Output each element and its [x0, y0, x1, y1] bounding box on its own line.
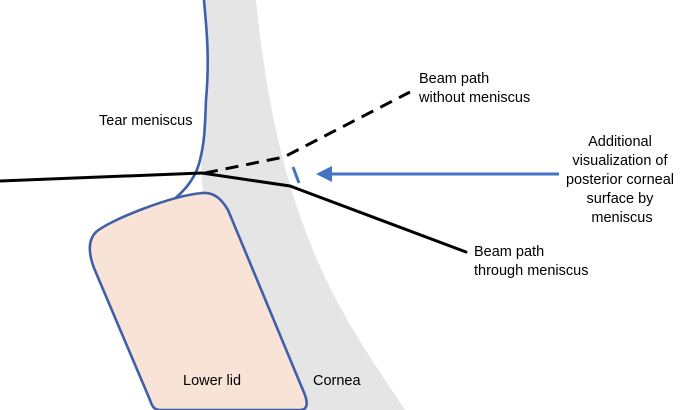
beam-through-meniscus: [200, 171, 468, 254]
label-cornea: Cornea: [313, 373, 361, 389]
lower-lid: [88, 191, 308, 410]
label-beam-without: Beam path without meniscus: [418, 71, 530, 106]
label-tear-meniscus: Tear meniscus: [99, 113, 192, 129]
label-lower-lid: Lower lid: [183, 373, 241, 389]
label-additional-visualization: Additional visualization of posterior co…: [566, 134, 678, 226]
anterior-cornea-outline: [162, 0, 209, 208]
posterior-surface-mark: [291, 166, 301, 184]
visualization-arrow-head: [316, 166, 332, 182]
incoming-beam: [0, 171, 204, 183]
label-beam-through: Beam path through meniscus: [474, 244, 588, 279]
beam-without-meniscus: [204, 90, 411, 175]
